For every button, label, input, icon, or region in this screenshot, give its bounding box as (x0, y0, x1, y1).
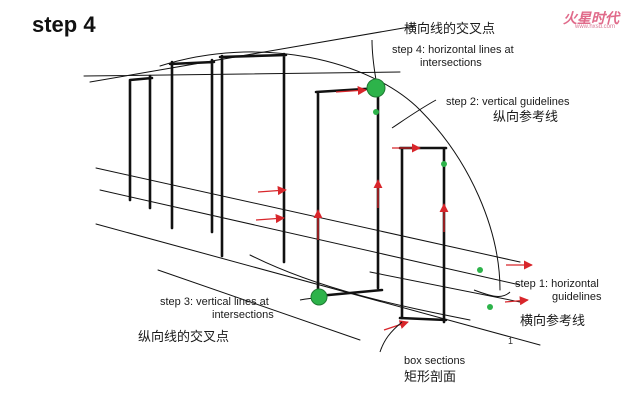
step4-label-line2: intersections (420, 57, 482, 69)
frame-5 (398, 146, 448, 324)
page-number: 1 (508, 336, 514, 346)
marker-small-1 (373, 109, 379, 115)
marker-small-3 (477, 267, 483, 273)
frame-4 (314, 86, 382, 298)
frame-3 (218, 52, 288, 264)
bottom-guideline (157, 269, 361, 341)
frame-5-base (398, 316, 448, 322)
arrow-1 (257, 186, 287, 196)
marker-step3-big (310, 288, 328, 306)
mid-guideline-2 (99, 189, 521, 286)
step3-label-line1: step 3: vertical lines at (160, 296, 269, 308)
frame-4-base (316, 288, 384, 298)
step1-label-cn: 横向参考线 (520, 314, 586, 329)
arrow-9 (504, 296, 529, 306)
step2-label-en: step 2: vertical guidelines (446, 96, 570, 108)
step4-label-line1: step 4: horizontal lines at (392, 44, 514, 56)
leader-box (379, 321, 403, 353)
step4-label-cn: 横向线的交叉点 (404, 22, 496, 37)
arrow-10 (383, 320, 409, 331)
step2-label-cn: 纵向参考线 (493, 110, 559, 125)
arrow-2 (255, 214, 285, 224)
right-guide (369, 271, 521, 303)
top-guideline-1 (89, 25, 416, 83)
step3-label-line2: intersections (212, 309, 274, 321)
arrow-6 (335, 86, 367, 96)
leader-step4 (371, 39, 377, 81)
frame-1 (128, 74, 154, 210)
step-title: step 4 (32, 12, 96, 37)
box-sections-label-en: box sections (404, 355, 466, 367)
intersection-markers (310, 78, 493, 310)
leader-step1 (473, 289, 511, 297)
mid-guideline-1 (95, 167, 521, 263)
leader-step2 (391, 99, 437, 129)
step1-label-line1: step 1: horizontal (515, 278, 599, 290)
watermark-url: www.hxsd.com (574, 24, 615, 30)
marker-small-4 (487, 304, 493, 310)
watermark-logo: 火星时代 (563, 11, 619, 27)
top-guideline-2 (83, 71, 401, 77)
marker-small-2 (441, 161, 447, 167)
step3-label-cn: 纵向线的交叉点 (138, 330, 230, 345)
box-sections-label-cn: 矩形剖面 (404, 370, 457, 385)
box-frames (128, 52, 448, 324)
direction-arrows (255, 86, 533, 331)
marker-step4-big (366, 78, 386, 98)
step1-label-line2: guidelines (552, 291, 602, 303)
lower-arc (249, 254, 471, 321)
frame-2 (168, 58, 216, 234)
